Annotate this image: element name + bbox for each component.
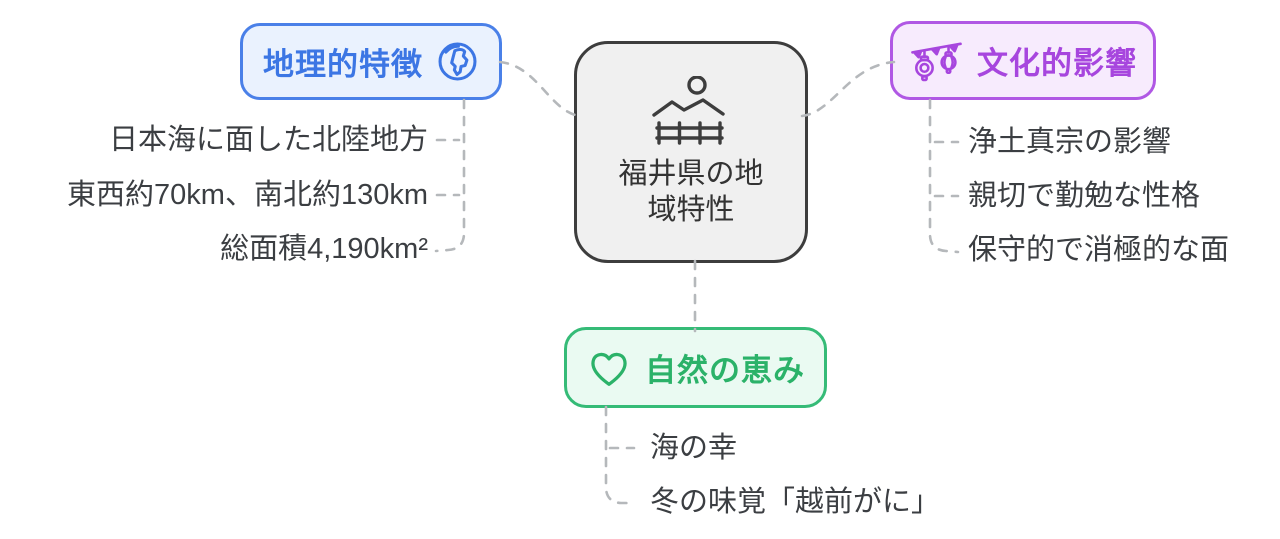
leaf-item-culture-3: 保守的で消極的な面 <box>968 234 1230 266</box>
branch-node-geography: 地理的特徴 <box>240 23 502 100</box>
trunk-culture <box>928 98 960 254</box>
branch-node-culture: 文化的影響 <box>890 21 1156 100</box>
center-title: 福井県の地 域特性 <box>618 156 763 228</box>
globe-icon <box>436 40 479 83</box>
branch-label-nature: 自然の恵み <box>645 353 805 388</box>
leaf-item-nature-1: 海の幸 <box>650 432 738 464</box>
leaf-item-geography-3: 総面積4,190km² <box>220 233 428 265</box>
branch-label-geography: 地理的特徴 <box>263 47 423 82</box>
lanterns-icon <box>909 37 964 85</box>
center-title-line1: 福井県の地 <box>618 158 764 190</box>
leaf-item-nature-2: 冬の味覚「越前がに」 <box>650 486 941 518</box>
link-center-culture <box>800 60 896 118</box>
leaf-item-geography-1: 日本海に面した北陸地方 <box>108 124 428 156</box>
heart-icon <box>586 346 632 389</box>
branch-node-nature: 自然の恵み <box>564 327 827 408</box>
branch-label-culture: 文化的影響 <box>977 46 1137 81</box>
center-title-line2: 域特性 <box>647 194 735 226</box>
leaf-item-culture-2: 親切で勤勉な性格 <box>968 180 1201 212</box>
mountain-fence-icon <box>651 76 731 150</box>
leaf-item-geography-2: 東西約70km、南北約130km <box>67 179 428 211</box>
link-center-geography <box>498 60 582 118</box>
trunk-nature <box>604 405 637 505</box>
leaf-item-culture-1: 浄土真宗の影響 <box>968 126 1172 158</box>
trunk-geography <box>434 98 466 253</box>
center-node: 福井県の地 域特性 <box>574 41 808 263</box>
